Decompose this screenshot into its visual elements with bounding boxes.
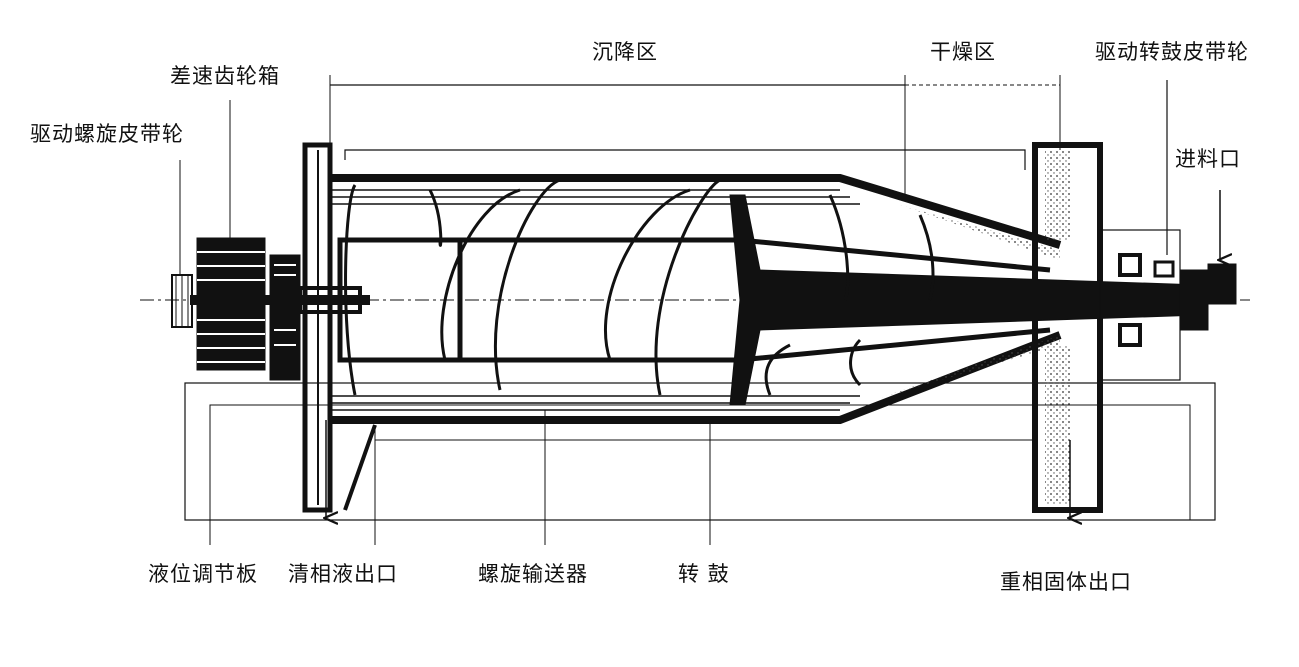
leader-lines [179,100,711,545]
screw-conveyor-label: 螺旋输送器 [478,562,588,586]
gearbox [196,237,301,381]
screw-pulley [171,274,193,328]
drying-zone-label: 干燥区 [930,40,996,64]
heavy-solid-outlet-label: 重相固体出口 [1000,570,1132,594]
base-frame [184,382,1216,521]
drum [330,174,1062,424]
drum-pulley-label: 驱动转鼓皮带轮 [1095,40,1249,64]
settling-zone-label: 沉降区 [592,40,658,64]
gearbox-label: 差速齿轮箱 [170,64,280,88]
left-end-wall [302,142,333,513]
light-liquid-outlet-label: 清相液出口 [288,562,398,586]
screw-pulley-label: 驱动螺旋皮带轮 [30,122,184,146]
feed-inlet-label: 进料口 [1175,147,1241,171]
drum-label: 转 鼓 [678,562,730,586]
drum-pulley [1166,80,1237,331]
screw-conveyor [298,178,1201,406]
settling-zone-dimension [329,75,1061,200]
weir-plate-label: 液位调节板 [148,562,258,586]
right-end-wall [1032,142,1181,513]
